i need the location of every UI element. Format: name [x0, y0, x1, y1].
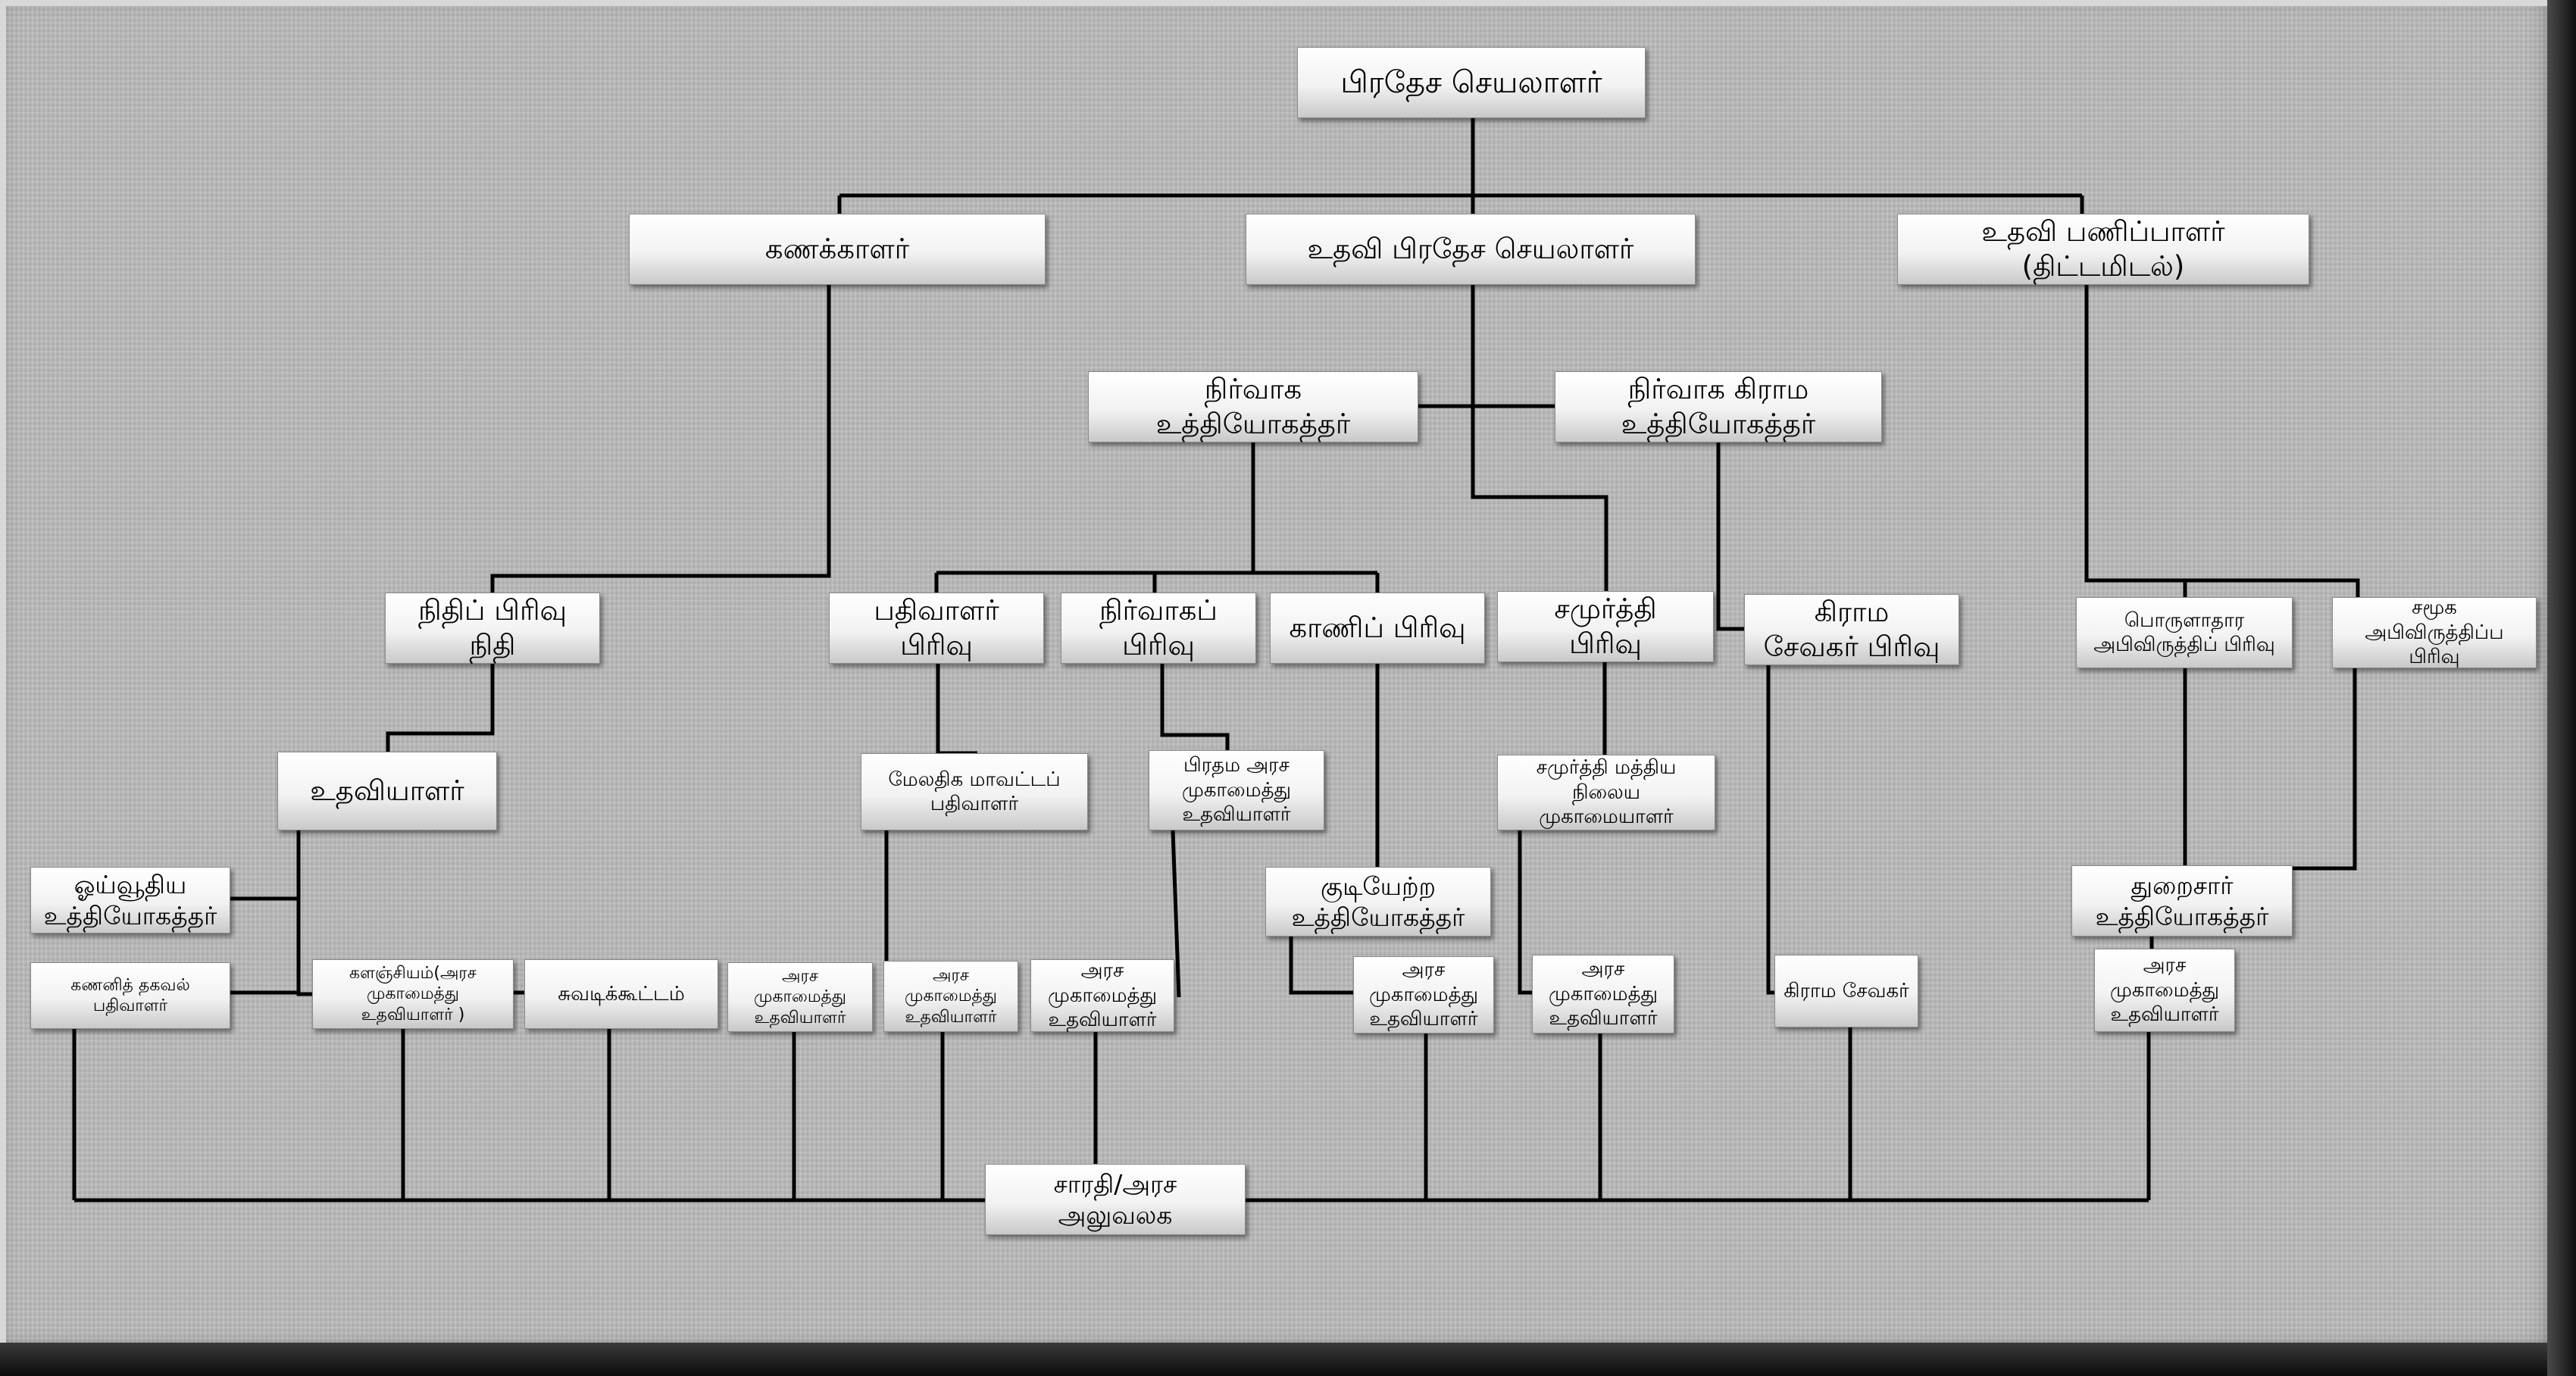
node-driver-office: சாரதி/அரச அலுவலக [985, 1164, 1246, 1235]
node-sectoral-officer: துறைசார் உத்தியோகத்தர் [2071, 865, 2293, 937]
node-assistant: உதவியாளர் [277, 752, 497, 830]
connector-samurdhi [1471, 285, 1608, 591]
node-accountant: கணக்காளர் [629, 214, 1046, 285]
node-samurdhi-centre-manager: சமுர்த்தி மத்திய நிலைய முகாமையாளர் [1497, 755, 1715, 830]
node-social-dev-division: சமூக அபிவிருத்திப்ப பிரிவு [2332, 596, 2537, 668]
connector-chief-mgmt [1171, 830, 1181, 998]
connector-grama-sevaka [1766, 664, 1774, 995]
node-divisional-secretary: பிரதேச செயலாளர் [1297, 47, 1646, 118]
connector-grama [1716, 443, 1744, 631]
node-finance-division: நிதிப் பிரிவு நிதி [385, 593, 600, 664]
node-chief-mgmt-assistant: பிரதம அரச முகாமைத்து உதவியாளர் [1149, 750, 1324, 830]
node-registrar-division: பதிவாளர் பிரிவு [829, 593, 1044, 664]
connector-social-child [2293, 668, 2357, 871]
node-samurdhi-division: சமுர்த்தி பிரிவு [1497, 591, 1714, 662]
frame-bottom-edge [0, 1343, 2576, 1376]
node-computer-info-registrar: கணனித் தகவல் பதிவாளர் [30, 962, 230, 1029]
node-mgmt-assistant-4: அரச முகாமைத்து உதவியாளர் [1353, 956, 1494, 1034]
node-land-division: காணிப் பிரிவு [1270, 593, 1485, 664]
node-additional-district-registrar: மேலதிக மாவட்டப் பதிவாளர் [861, 753, 1088, 830]
node-retired-officer: ஓய்வூதிய உத்தியோகத்தர் [30, 867, 230, 933]
connector-planning [2084, 285, 2360, 597]
node-admin-division: நிர்வாகப் பிரிவு [1061, 593, 1256, 664]
node-grama-sevaka-division: கிராம சேவகர் பிரிவு [1744, 594, 1959, 665]
connector-finance [490, 285, 831, 593]
connector-finance-assistant [386, 664, 495, 752]
node-asst-divisional-secretary: உதவி பிரதேச செயலாளர் [1246, 214, 1696, 285]
node-mgmt-assistant-2: அரச முகாமைத்து உதவியாளர் [883, 961, 1018, 1032]
connector-admin-child [1160, 664, 1230, 750]
connector-colon [1289, 937, 1353, 995]
connector-samurdhi-mgr [1518, 830, 1532, 995]
node-stores-mgmt-assistant: களஞ்சியம்(அரச முகாமைத்து உதவியாளர் ) [312, 959, 514, 1029]
node-admin-officer: நிர்வாக உத்தியோகத்தர் [1088, 371, 1418, 443]
node-admin-grama-officer: நிர்வாக கிராம உத்தியோகத்தர் [1555, 371, 1882, 443]
node-economic-dev-division: பொருளாதார அபிவிருத்திப் பிரிவு [2076, 597, 2293, 668]
connector-assistant-down [296, 830, 312, 996]
node-mgmt-assistant-3: அரச முகாமைத்து உதவியாளர் [1030, 959, 1174, 1032]
node-mgmt-assistant-5: அரச முகாமைத்து உதவியாளர் [1532, 955, 1674, 1034]
frame-right-edge [2547, 0, 2576, 1376]
connector-reg-child [936, 664, 977, 755]
node-mgmt-assistant-1: அரச முகாமைத்து உதவியாளர் [727, 962, 873, 1032]
node-grama-sevaka: கிராம சேவகர் [1774, 955, 1918, 1027]
node-file-register: சுவடிக்கூட்டம் [524, 959, 718, 1029]
node-colonization-officer: குடியேற்ற உத்தியோகத்தர் [1265, 867, 1491, 937]
node-mgmt-assistant-6: அரச முகாமைத்து உதவியாளர் [2094, 949, 2235, 1032]
node-asst-director-planning: உதவி பணிப்பாளர் (திட்டமிடல்) [1897, 214, 2309, 285]
